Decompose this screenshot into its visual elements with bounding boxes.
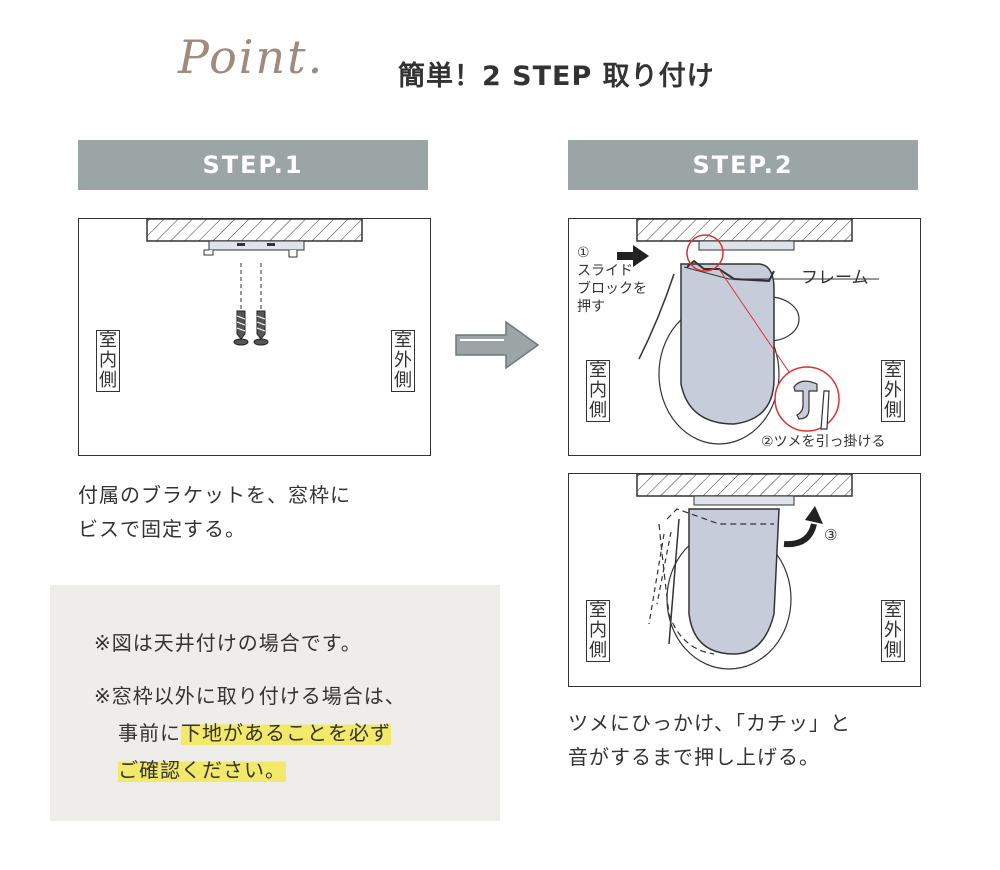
push-number: ③ (824, 526, 838, 544)
outdoor-side-label: 室外側 (881, 600, 905, 662)
outdoor-side-label: 室外側 (391, 330, 415, 392)
detail-circle (686, 234, 724, 272)
hook-label: ②ツメを引っ掛ける (761, 434, 886, 450)
step2-label: STEP.2 (568, 140, 918, 190)
claw-icon (820, 390, 830, 430)
bracket-icon (693, 495, 795, 506)
indoor-side-label: 室内側 (96, 330, 120, 392)
note-highlight: 下地があることを必ず (181, 721, 391, 745)
ceiling-hatch (146, 218, 363, 242)
slide-block-label: ① スライド ブロックを 押す (577, 244, 647, 316)
note-line: ※図は天井付けの場合です。 (94, 631, 362, 655)
step2-desc-line: ツメにひっかけ、「カチッ」と (568, 711, 851, 735)
frame-label: フレーム (801, 268, 869, 288)
step2-illustration-top (617, 218, 879, 445)
indoor-side-label: 室内側 (586, 600, 610, 662)
step1-description: 付属のブラケットを、窓枠に ビスで固定する。 (78, 478, 351, 546)
screw-icon (233, 310, 249, 346)
step2-diagram-bottom: ③ 室内側 室外側 (568, 473, 921, 687)
step1-diagram: 室内側 室外側 (78, 218, 431, 456)
step2-desc-line: 音がするまで押し上げる。 (568, 745, 820, 769)
note-line: 事前に下地があることを必ず (118, 715, 391, 752)
bracket-icon (203, 240, 305, 258)
slide-arrow-icon (617, 245, 649, 267)
hook-icon (793, 380, 818, 420)
note-line: ※窓枠以外に取り付ける場合は、 (94, 684, 406, 708)
outdoor-side-label: 室外側 (881, 360, 905, 422)
step1-desc-line: ビスで固定する。 (78, 517, 246, 541)
ceiling-hatch (636, 218, 853, 242)
page-title: 簡単！2 STEP 取り付け (398, 61, 715, 92)
screw-icon (253, 310, 269, 346)
note-plain-text: 事前に (118, 721, 181, 745)
step2-illustration-bottom (636, 473, 853, 670)
bracket-icon (698, 240, 795, 251)
slide-number: ① (577, 245, 590, 261)
blind-body (648, 508, 792, 670)
note-line: ご確認ください。 (118, 752, 286, 789)
slide-text: スライド (577, 263, 633, 279)
step1-desc-line: 付属のブラケットを、窓枠に (78, 483, 351, 507)
ceiling-hatch (636, 473, 853, 497)
step2-diagram-top: ① スライド ブロックを 押す フレーム ②ツメを引っ掛ける 室内側 室外側 (568, 218, 921, 456)
step2-description: ツメにひっかけ、「カチッ」と 音がするまで押し上げる。 (568, 706, 851, 774)
slide-text: ブロックを (577, 281, 647, 297)
indoor-side-label: 室内側 (586, 360, 610, 422)
point-word: Point. (178, 30, 325, 84)
push-up-arrow-icon (805, 506, 823, 524)
step1-illustration (146, 218, 363, 346)
slide-text: 押す (577, 299, 605, 315)
step1-label: STEP.1 (78, 140, 428, 190)
note-highlight: ご確認ください。 (118, 758, 286, 782)
note-box: ※図は天井付けの場合です。 ※窓枠以外に取り付ける場合は、 事前に下地があること… (50, 585, 500, 821)
next-arrow-icon (455, 320, 540, 370)
push-up-arrow-shaft (783, 523, 817, 548)
blind-body (638, 263, 800, 445)
